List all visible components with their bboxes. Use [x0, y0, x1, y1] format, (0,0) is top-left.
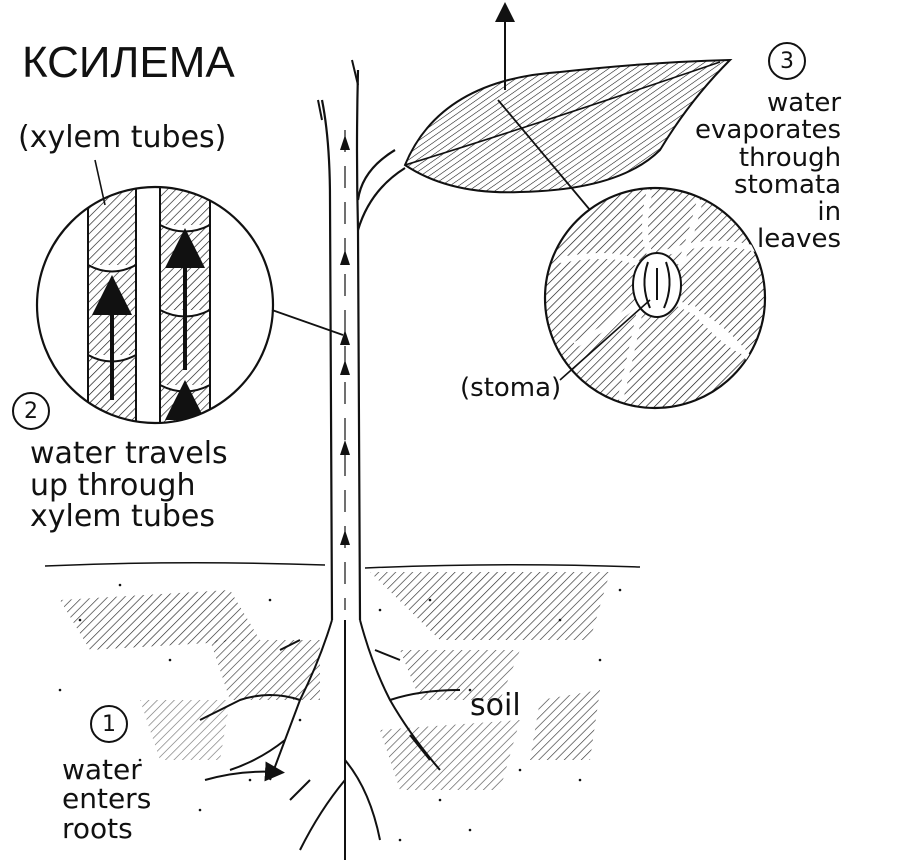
roots-arrow: [205, 772, 275, 780]
page-title: КСИЛЕМА: [22, 38, 235, 88]
step-3-badge: 3: [768, 42, 806, 80]
soil-label: soil: [470, 690, 521, 722]
step-2-badge: 2: [12, 392, 50, 430]
stoma-label: (stoma): [460, 375, 561, 402]
xylem-tubes-label: (xylem tubes): [18, 122, 226, 154]
step-2-text: water travels up through xylem tubes: [30, 438, 228, 533]
step-1-badge: 1: [90, 705, 128, 743]
leaf: [405, 12, 730, 192]
step-1-text: water enters roots: [62, 755, 151, 843]
step-3-text: water evaporates through stomata in leav…: [695, 90, 841, 254]
stem-arrows: [340, 135, 350, 545]
step-3-number: 3: [780, 49, 794, 74]
plant-stem: [318, 60, 405, 620]
step-1-number: 1: [102, 712, 116, 737]
xylem-zoom-circle: [37, 160, 343, 430]
step-2-number: 2: [24, 399, 38, 424]
